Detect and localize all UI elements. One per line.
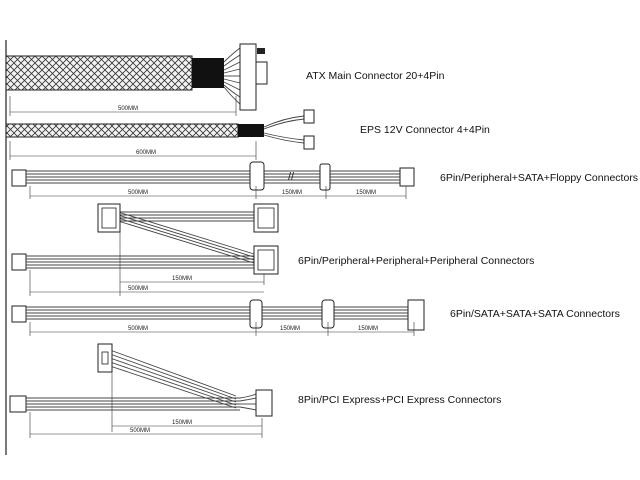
svg-text:500MM: 500MM (128, 326, 148, 332)
wire-fan (223, 47, 241, 105)
6pin-sata-x3-label: 6Pin/SATA+SATA+SATA Connectors (450, 308, 620, 320)
psu-6pin-plug (11, 169, 27, 187)
svg-text:150MM: 150MM (358, 326, 378, 332)
sleeved-mesh (5, 55, 193, 91)
eps-4pin-connector-a (303, 109, 315, 124)
svg-text://: // (288, 171, 295, 183)
6pin-peripheral-sata-floppy-cable: // 500MM 150MM 150MM 6Pin/Peripheral+SAT… (11, 161, 638, 199)
6pin-peripheral-sata-floppy-label: 6Pin/Peripheral+SATA+Floppy Connectors (440, 172, 638, 184)
atx-length-label: 500MM (118, 106, 138, 112)
psu-6pin-plug (11, 253, 27, 271)
sleeved-mesh (5, 123, 239, 138)
svg-text:500MM: 500MM (128, 190, 148, 196)
svg-text:500MM: 500MM (128, 286, 148, 292)
svg-text:150MM: 150MM (280, 326, 300, 332)
svg-text:500MM: 500MM (130, 428, 150, 434)
atx-4pin-detachable (255, 61, 268, 85)
eps-4pin-connector-b (303, 135, 315, 150)
atx-24pin-connector (239, 43, 257, 111)
psu-8pin-plug (9, 395, 27, 413)
sata-connector-3 (407, 299, 425, 331)
svg-text:150MM: 150MM (172, 276, 192, 282)
6pin-sata-sata-sata-cable: 500MM 150MM 150MM 6Pin/SATA+SATA+SATA Co… (11, 299, 620, 336)
heat-shrink (238, 124, 264, 137)
pcie-connector-a (97, 343, 113, 373)
eps-length-label: 600MM (136, 150, 156, 156)
atx-main-cable: 500MM ATX Main Connector 20+4Pin (5, 43, 445, 116)
svg-text:150MM: 150MM (172, 420, 192, 426)
svg-text:150MM: 150MM (356, 190, 376, 196)
svg-text:150MM: 150MM (282, 190, 302, 196)
pcie-connector-b (255, 389, 273, 417)
8pin-pci-express-cable: 150MM 500MM 8Pin/PCI Express+PCI Express… (9, 343, 501, 438)
eps-12v-cable: 600MM EPS 12V Connector 4+4Pin (5, 109, 490, 160)
peripheral-connector-end (97, 203, 121, 233)
8pin-pci-express-label: 8Pin/PCI Express+PCI Express Connectors (298, 394, 501, 406)
6pin-peripheral-peripheral-peripheral-cable: 150MM 500MM 6Pin/Peripheral+Peripheral+P… (11, 203, 534, 296)
floppy-connector (399, 167, 415, 187)
6pin-peripheral-x3-label: 6Pin/Peripheral+Peripheral+Peripheral Co… (298, 255, 534, 267)
heat-shrink (192, 58, 224, 88)
psu-6pin-plug (11, 305, 27, 323)
sata-connector (319, 163, 331, 191)
atx-main-label: ATX Main Connector 20+4Pin (306, 70, 445, 82)
peripheral-connector (249, 161, 265, 191)
eps-12v-label: EPS 12V Connector 4+4Pin (360, 124, 490, 136)
